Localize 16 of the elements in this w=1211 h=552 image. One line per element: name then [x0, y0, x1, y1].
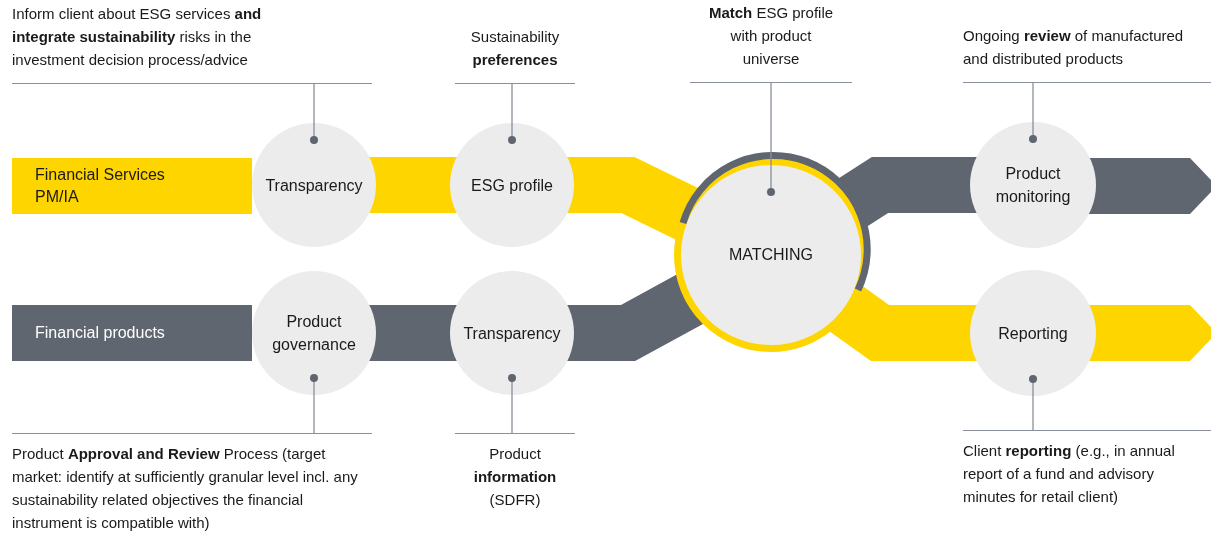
leader-line [310, 374, 318, 434]
annotation-note: Inform client about ESG services and integrate sustainability risks in the investment decision process/advice [12, 2, 372, 84]
leader-line [508, 374, 516, 434]
leader-line [310, 83, 318, 144]
annotation-note: Product Approval and Review Process (target market: identify at sufficiently granular level incl. any sustainability related objectives the financial instrument is compatible with) [12, 433, 372, 534]
leader-line [508, 83, 516, 144]
annotation-note: Ongoing review of manufactured and distributed products [963, 24, 1211, 83]
leader-line [767, 82, 775, 196]
annotation-note: Client reporting (e.g., in annual report of a fund and advisory minutes for retail client) [963, 430, 1211, 508]
band: Financial products [12, 305, 252, 361]
leader-line [1029, 82, 1037, 143]
annotation-note: Match ESG profile with product universe [690, 1, 852, 83]
leader-line [1029, 375, 1037, 431]
annotation-note: Sustainability preferences [455, 25, 575, 84]
annotation-note: Product information (SDFR) [455, 433, 575, 511]
band: Financial Services PM/IA [12, 158, 252, 214]
